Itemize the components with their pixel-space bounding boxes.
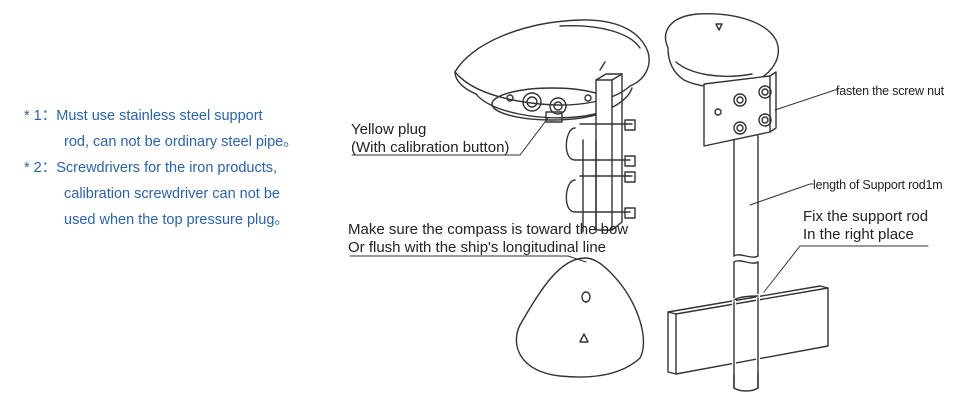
fix-rod-place-label: In the right place bbox=[803, 226, 914, 243]
yellow-plug-label: Yellow plug bbox=[351, 121, 427, 138]
left-bracket bbox=[565, 73, 636, 233]
rod-length-label: length of Support rod1m bbox=[813, 178, 943, 192]
note-1-marker: * 1： bbox=[24, 108, 57, 124]
compass-alignment-label: Or flush with the ship's longitudinal li… bbox=[348, 239, 607, 256]
antenna-dome-underside bbox=[454, 19, 650, 123]
right-bracket bbox=[703, 71, 777, 147]
dome-top-view bbox=[515, 257, 645, 378]
fix-rod-label: Fix the support rod bbox=[803, 208, 929, 225]
antenna-dome-side bbox=[664, 13, 779, 88]
note-2-marker: * 2： bbox=[24, 160, 57, 176]
note-2-text: Screwdrivers for the iron products, bbox=[56, 160, 278, 176]
note-2-line-3: used when the top pressure plug。 bbox=[64, 212, 289, 228]
yellow-plug-label-detail: (With calibration button) bbox=[351, 139, 510, 156]
note-2-line-2: calibration screwdriver can not be bbox=[64, 186, 280, 202]
note-2-line-1: * 2：Screwdrivers for the iron products, bbox=[24, 155, 344, 181]
installation-notes: * 1：Must use stainless steel support rod… bbox=[24, 103, 344, 233]
note-1-line-2: rod, can not be ordinary steel pipe。 bbox=[64, 134, 298, 150]
note-1-line-1: * 1：Must use stainless steel support bbox=[24, 103, 344, 129]
mounting-board bbox=[667, 285, 829, 389]
compass-direction-label: Make sure the compass is toward the bow bbox=[348, 221, 629, 238]
note-1-text: Must use stainless steel support bbox=[56, 108, 263, 124]
fasten-nut-label: fasten the screw nut bbox=[836, 84, 944, 98]
